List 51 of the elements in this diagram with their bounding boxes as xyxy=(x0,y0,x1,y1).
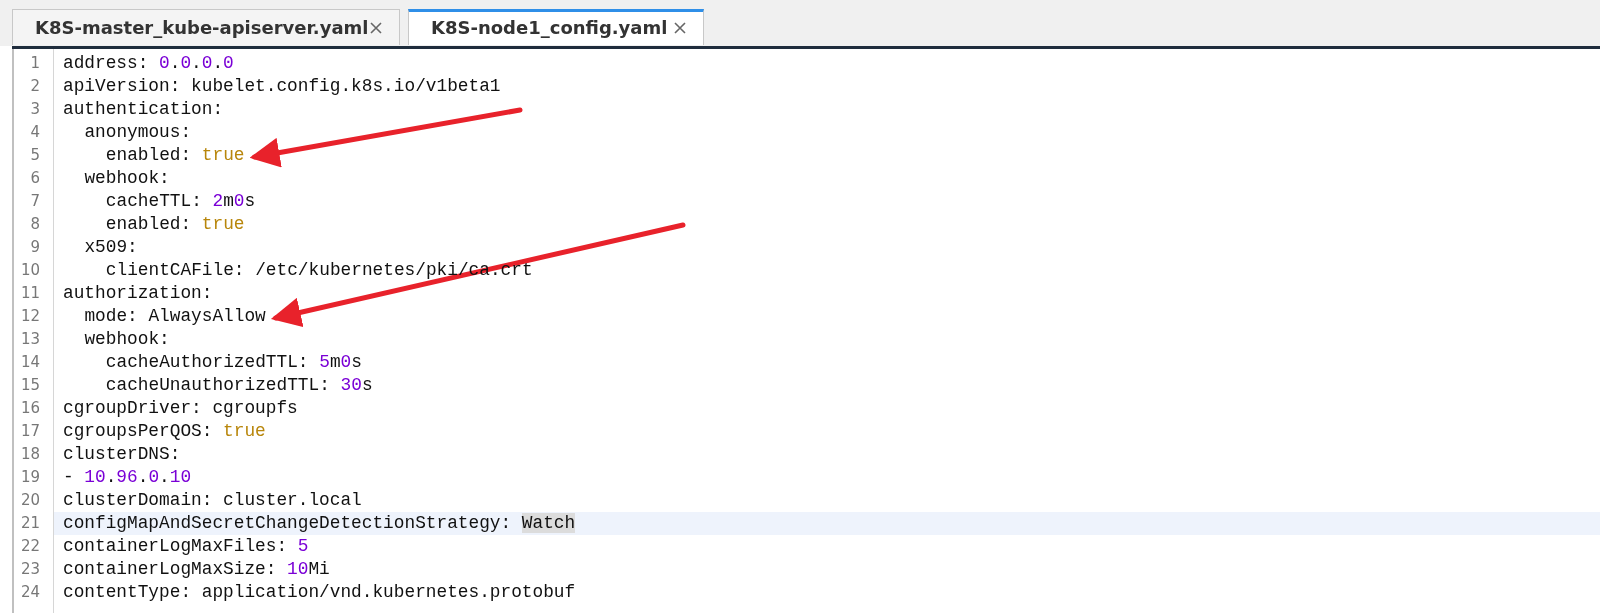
code-line: anonymous: xyxy=(84,122,192,142)
code-line: address: 0.0.0.0 xyxy=(63,53,234,73)
code-line: clusterDNS: xyxy=(63,444,181,464)
code-line: containerLogMaxFiles: 5 xyxy=(63,536,309,556)
tab-label: K8S-master_kube-apiserver.yaml xyxy=(35,17,369,38)
line-number: 9 xyxy=(29,237,40,257)
line-number: 19 xyxy=(19,467,40,487)
line-number: 10 xyxy=(19,260,40,280)
line-number: 12 xyxy=(19,306,40,326)
arrow xyxy=(270,222,686,328)
line-number: 16 xyxy=(19,398,40,418)
line-number: 2 xyxy=(29,76,40,96)
code-line: mode: AlwaysAllow xyxy=(84,306,266,326)
arrow xyxy=(249,107,523,168)
code-line: cgroupsPerQOS: true xyxy=(63,421,266,441)
line-number: 7 xyxy=(29,191,40,211)
line-number: 4 xyxy=(29,122,40,142)
line-number: 23 xyxy=(19,559,40,579)
line-number: 11 xyxy=(19,283,40,303)
code-line: contentType: application/vnd.kubernetes.protobuf xyxy=(63,582,576,602)
code-line: x509: xyxy=(84,237,138,257)
code-line: webhook: xyxy=(84,329,170,349)
code-line: authentication: xyxy=(63,99,224,119)
line-number: 20 xyxy=(19,490,40,510)
code-line: authorization: xyxy=(63,283,213,303)
code-line: webhook: xyxy=(84,168,170,188)
code-line: cacheAuthorizedTTL: 5m0s xyxy=(105,352,362,372)
line-number: 18 xyxy=(19,444,40,464)
code-line: enabled: true xyxy=(105,214,245,234)
line-number: 14 xyxy=(19,352,40,372)
tab-label: K8S-node1_config.yaml xyxy=(431,17,668,38)
code-line: cacheTTL: 2m0s xyxy=(105,191,256,211)
line-number: 15 xyxy=(19,375,40,395)
line-number: 6 xyxy=(29,168,40,188)
line-number: 13 xyxy=(19,329,40,349)
line-number: 17 xyxy=(19,421,40,441)
line-number: 21 xyxy=(19,513,40,533)
line-number: 5 xyxy=(29,145,40,165)
line-number: 1 xyxy=(29,53,40,73)
code-line: clusterDomain: cluster.local xyxy=(63,490,362,510)
code-line: configMapAndSecretChangeDetectionStrategy: Watch xyxy=(63,513,576,533)
line-number: 22 xyxy=(19,536,40,556)
line-number: 3 xyxy=(29,99,40,119)
code-line: cacheUnauthorizedTTL: 30s xyxy=(105,375,373,395)
line-number: 8 xyxy=(29,214,40,234)
code-line: apiVersion: kubelet.config.k8s.io/v1beta1 xyxy=(63,76,501,96)
code-line: enabled: true xyxy=(105,145,245,165)
line-number: 24 xyxy=(19,582,40,602)
code-line: cgroupDriver: cgroupfs xyxy=(63,398,298,418)
code-line: - 10.96.0.10 xyxy=(63,467,192,487)
code-line: containerLogMaxSize: 10Mi xyxy=(63,559,330,579)
